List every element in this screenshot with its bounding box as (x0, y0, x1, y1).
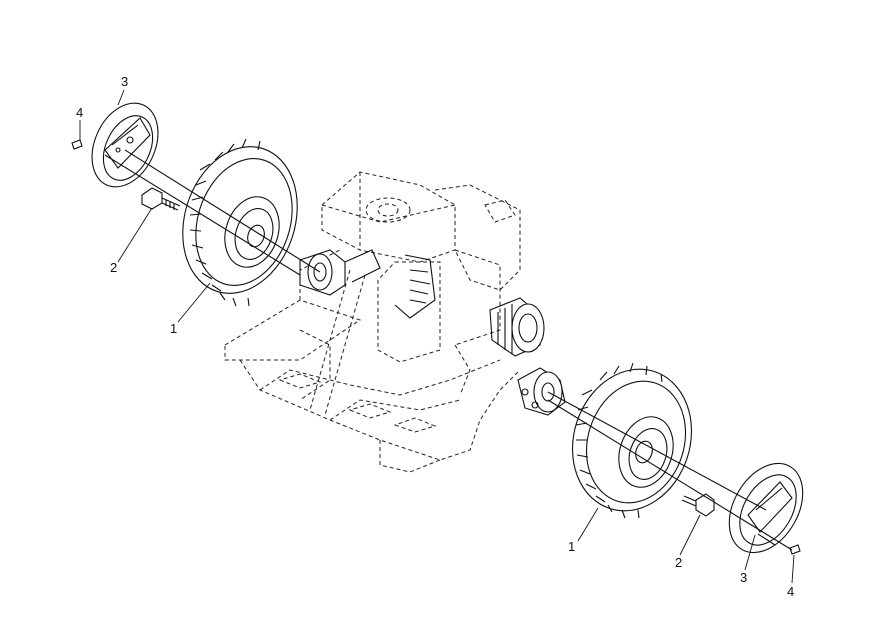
leader-lines (79, 89, 795, 584)
callout-right-bolt: 2 (675, 555, 682, 570)
callout-left-bolt: 2 (110, 260, 117, 275)
left-wheel-cover (91, 102, 159, 188)
right-tire (571, 362, 693, 519)
callout-left-tire: 1 (170, 321, 177, 336)
callout-right-pin: 4 (787, 584, 794, 599)
right-wheel-bolt (681, 493, 715, 517)
right-axle-hub (517, 367, 566, 416)
drive-motor (489, 297, 545, 357)
right-assembly-axis (547, 391, 793, 551)
left-tire (182, 138, 298, 307)
callout-right-cover: 3 (740, 570, 747, 585)
left-pin (71, 139, 83, 150)
chassis-frame (224, 171, 521, 473)
callout-left-pin: 4 (76, 105, 83, 120)
left-axle-hub (299, 249, 436, 319)
left-assembly-axis (104, 149, 321, 276)
callout-right-tire: 1 (568, 539, 575, 554)
right-wheel-cover (728, 462, 804, 554)
right-pin (789, 544, 801, 555)
left-wheel-bolt (141, 187, 181, 211)
callout-left-cover: 3 (121, 74, 128, 89)
